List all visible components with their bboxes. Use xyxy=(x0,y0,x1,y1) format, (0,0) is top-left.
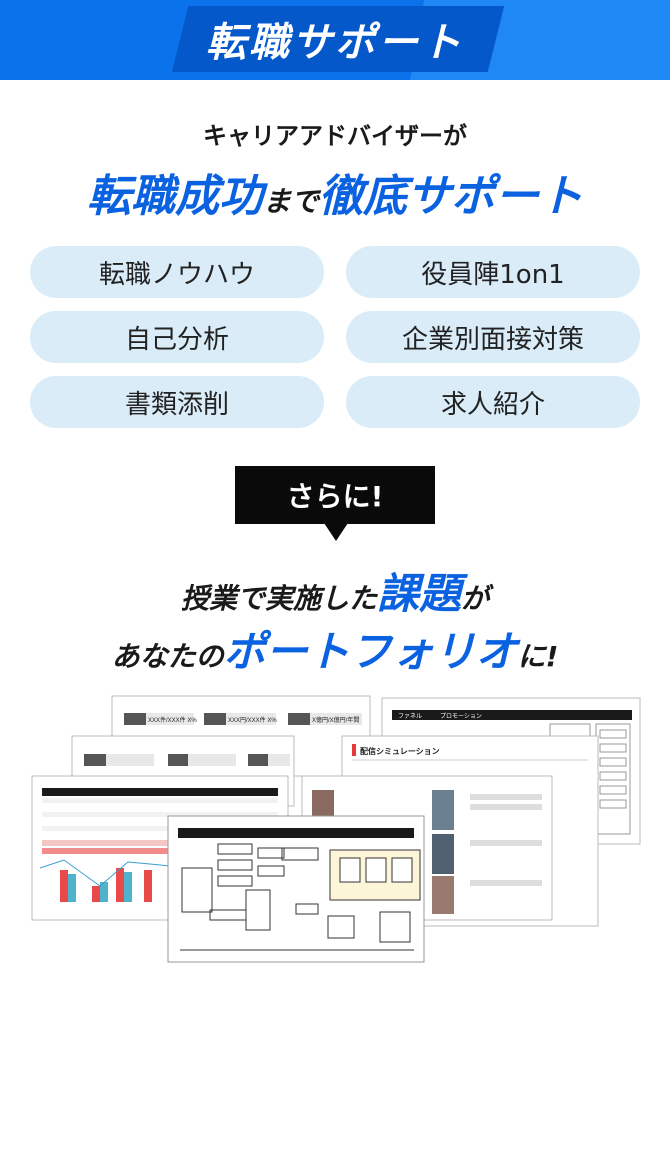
headline-emphasis-2: 徹底サポート xyxy=(319,171,583,222)
service-pill: 求人紹介 xyxy=(346,376,640,428)
sheet-label: XXX件/XXX件 X% xyxy=(148,716,197,724)
more-tag: さらに! xyxy=(235,466,435,524)
sheet-label: XXX円/XXX件 X% xyxy=(228,716,277,724)
portfolio-line-1-suffix: が xyxy=(461,582,490,615)
headline-connector: まで xyxy=(262,185,319,218)
portfolio-line-2: あなたのポートフォリオに! xyxy=(0,618,670,679)
portfolio-documents: XXX件/XXX件 X% XXX円/XXX件 X% X億円/X億円/年間 プロモ… xyxy=(31,695,641,963)
promotion-title: プロモーション xyxy=(440,713,482,720)
funnel-title: ファネル xyxy=(398,713,422,720)
headline: 転職成功まで徹底サポート xyxy=(0,160,670,224)
portfolio-line-2-suffix: に! xyxy=(517,640,559,673)
service-pill: 企業別面接対策 xyxy=(346,311,640,363)
lead-text: キャリアアドバイザーが xyxy=(203,122,467,150)
service-pill: 転職ノウハウ xyxy=(30,246,324,298)
portfolio-line-1-text: 授業で実施した xyxy=(180,582,377,615)
delivery-title: 配信シミュレーション xyxy=(360,746,440,756)
service-pill: 役員陣1on1 xyxy=(346,246,640,298)
service-pill: 書類添削 xyxy=(30,376,324,428)
headline-emphasis-1: 転職成功 xyxy=(86,171,263,222)
sheet-label: X億円/X億円/年間 xyxy=(312,716,359,724)
portfolio-line-1: 授業で実施した課題が xyxy=(0,560,670,621)
portfolio-line-1-emphasis: 課題 xyxy=(376,569,461,618)
more-tag-pointer xyxy=(324,523,348,541)
banner-title: 転職サポート xyxy=(206,20,464,66)
portfolio-line-2-emphasis: ポートフォリオ xyxy=(223,627,518,676)
portfolio-line-2-text: あなたの xyxy=(111,640,224,673)
service-pill: 自己分析 xyxy=(30,311,324,363)
header-banner: 転職サポート xyxy=(0,0,670,80)
sheet-flow-diagram xyxy=(167,815,425,963)
